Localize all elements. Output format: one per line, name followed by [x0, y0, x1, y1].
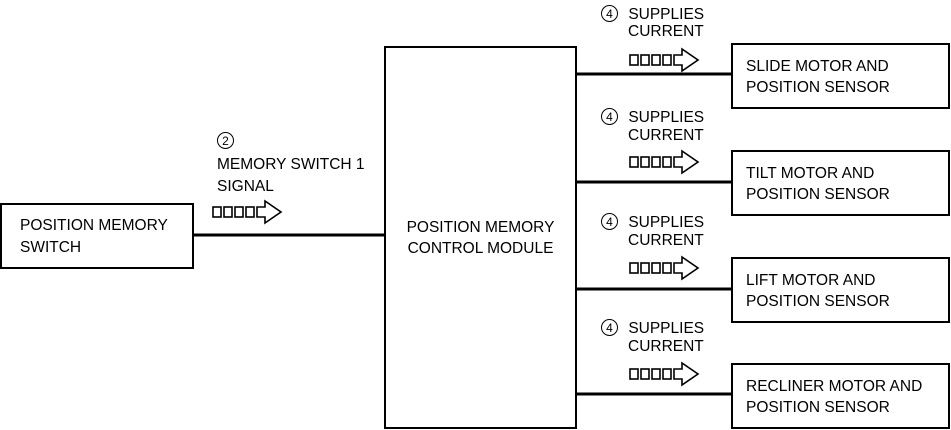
- lift-label-line2: POSITION SENSOR: [746, 293, 890, 310]
- supply-label-line2: CURRENT: [628, 338, 704, 355]
- position-memory-switch-box: POSITION MEMORY SWITCH: [0, 203, 194, 269]
- slide-label-line2: POSITION SENSOR: [746, 79, 890, 96]
- recliner-label-line1: RECLINER MOTOR AND: [746, 378, 923, 395]
- lift-motor-box: LIFT MOTOR AND POSITION SENSOR: [731, 257, 950, 323]
- supply-annotation-slide: 4 SUPPLIES: [601, 4, 704, 26]
- memory-signal-label-line2: SIGNAL: [217, 178, 274, 195]
- recliner-motor-box: RECLINER MOTOR AND POSITION SENSOR: [731, 363, 950, 429]
- tilt-motor-box: TILT MOTOR AND POSITION SENSOR: [731, 150, 950, 216]
- supply-label-line1: SUPPLIES: [628, 214, 705, 231]
- step-number-badge: 2: [217, 132, 234, 149]
- current-arrow-icon-slide: [629, 48, 699, 72]
- tilt-label-line1: TILT MOTOR AND: [746, 165, 875, 182]
- supply-annotation-tilt: 4 SUPPLIES: [601, 107, 704, 129]
- current-arrow-icon-recliner: [629, 362, 699, 386]
- slide-label-line1: SLIDE MOTOR AND: [746, 58, 889, 75]
- tilt-label-line2: POSITION SENSOR: [746, 186, 890, 203]
- supply-label-line2: CURRENT: [628, 232, 704, 249]
- supply-label-line2: CURRENT: [628, 23, 704, 40]
- memory-signal-label-line1: MEMORY SWITCH 1: [217, 156, 365, 173]
- current-arrow-icon-lift: [629, 256, 699, 280]
- step-number-badge: 4: [601, 213, 618, 230]
- lift-label-line1: LIFT MOTOR AND: [746, 272, 876, 289]
- module-label-line1: POSITION MEMORY: [406, 219, 555, 236]
- control-module-box: POSITION MEMORY CONTROL MODULE: [384, 46, 577, 429]
- supply-label-line1: SUPPLIES: [628, 109, 705, 126]
- step-number-badge: 4: [601, 108, 618, 125]
- memory-signal-annotation: 2: [217, 131, 234, 153]
- switch-label-line1: POSITION MEMORY: [20, 217, 168, 234]
- module-label-line2: CONTROL MODULE: [407, 240, 554, 257]
- supply-label-line1: SUPPLIES: [628, 6, 705, 23]
- step-number-badge: 4: [601, 5, 618, 22]
- supply-annotation-lift: 4 SUPPLIES: [601, 212, 704, 234]
- step-number-badge: 4: [601, 319, 618, 336]
- signal-arrow-icon: [212, 200, 282, 224]
- switch-label-line2: SWITCH: [20, 239, 82, 256]
- supply-label-line2: CURRENT: [628, 127, 704, 144]
- recliner-label-line2: POSITION SENSOR: [746, 399, 890, 416]
- supply-label-line1: SUPPLIES: [628, 320, 705, 337]
- current-arrow-icon-tilt: [629, 150, 699, 174]
- slide-motor-box: SLIDE MOTOR AND POSITION SENSOR: [731, 43, 950, 109]
- supply-annotation-recliner: 4 SUPPLIES: [601, 318, 704, 340]
